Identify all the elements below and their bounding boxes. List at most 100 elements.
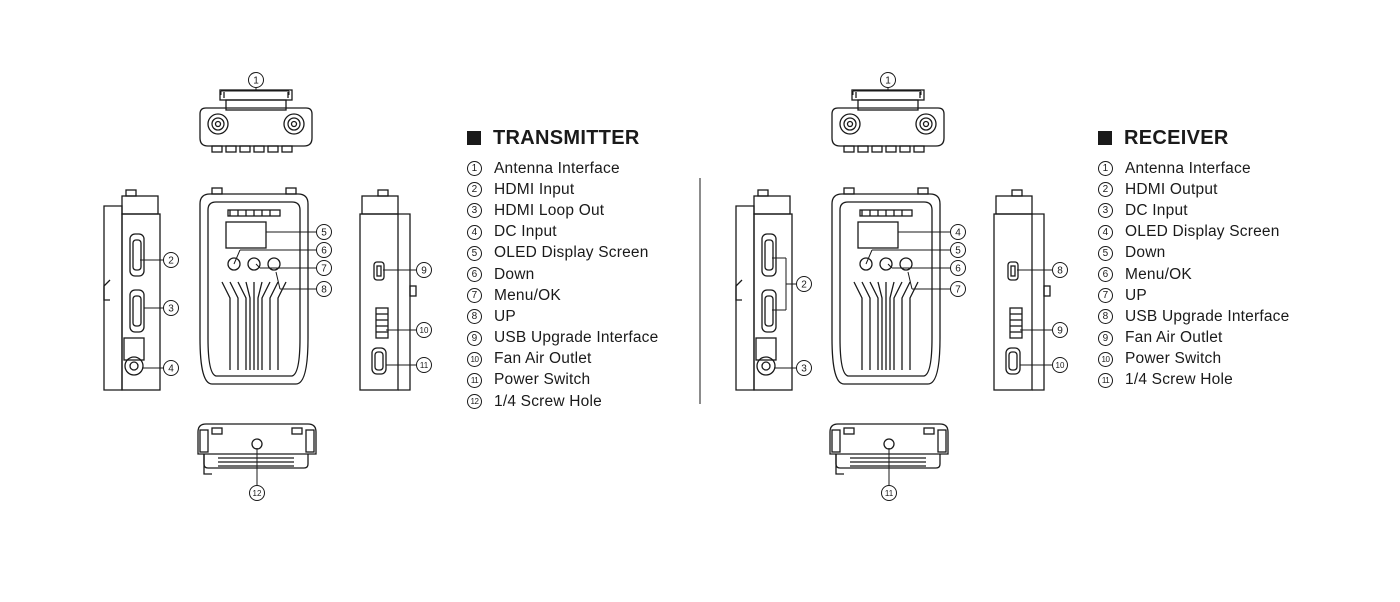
transmitter-diagram: 1 2 3 4 5 6 7 8 9 10 11 12 bbox=[103, 72, 432, 501]
legend-item-label: Power Switch bbox=[1125, 350, 1222, 368]
callout-tx-10: 10 bbox=[420, 326, 429, 335]
legend-number-marker: 4 bbox=[467, 224, 482, 240]
callout-rx-11: 11 bbox=[885, 489, 894, 498]
legend-item: 6 Down bbox=[467, 264, 658, 285]
legend-item-label: HDMI Input bbox=[494, 180, 575, 198]
legend-item-label: Fan Air Outlet bbox=[1125, 329, 1223, 347]
legend-number-marker: 1 bbox=[467, 161, 482, 177]
callout-tx-5: 5 bbox=[321, 228, 327, 239]
legend-number-marker: 11 bbox=[1098, 372, 1113, 388]
receiver-front-view bbox=[831, 187, 941, 385]
callout-rx-4: 4 bbox=[955, 228, 961, 239]
legend-number-marker: 12 bbox=[467, 394, 482, 410]
legend-item-label: Menu/OK bbox=[494, 286, 561, 304]
legend-number-marker: 5 bbox=[467, 245, 482, 261]
legend-number-marker: 1 bbox=[1098, 161, 1113, 177]
transmitter-left-view bbox=[103, 189, 161, 391]
callout-tx-7: 7 bbox=[321, 264, 327, 275]
legend-item: 7 Menu/OK bbox=[467, 285, 658, 306]
legend-item-label: Down bbox=[494, 265, 535, 283]
legend-item: 3 HDMI Loop Out bbox=[467, 200, 658, 221]
legend-item: 11 1/4 Screw Hole bbox=[1098, 370, 1289, 391]
legend-number-marker: 11 bbox=[467, 372, 482, 388]
legend-number-marker: 8 bbox=[467, 309, 482, 325]
transmitter-top-view bbox=[199, 89, 313, 153]
callout-rx-10: 10 bbox=[1056, 361, 1065, 370]
legend-item-label: HDMI Output bbox=[1125, 180, 1218, 198]
legend-item: 1 Antenna Interface bbox=[1098, 158, 1289, 179]
callout-tx-11: 11 bbox=[420, 361, 429, 370]
legend-item-label: Antenna Interface bbox=[1125, 159, 1251, 177]
legend-item-label: Antenna Interface bbox=[494, 159, 620, 177]
legend-item-label: Fan Air Outlet bbox=[494, 350, 592, 368]
legend-item: 9 Fan Air Outlet bbox=[1098, 328, 1289, 349]
receiver-legend-title: RECEIVER bbox=[1098, 126, 1289, 150]
legend-item-label: USB Upgrade Interface bbox=[494, 329, 659, 347]
legend-item-label: Down bbox=[1125, 244, 1166, 262]
receiver-diagram: 1 2 3 4 5 6 7 8 9 10 11 bbox=[735, 72, 1068, 501]
legend-number-marker: 4 bbox=[1098, 224, 1113, 240]
legend-number-marker: 7 bbox=[1098, 288, 1113, 304]
receiver-right-view bbox=[993, 189, 1051, 391]
legend-item: 2 HDMI Input bbox=[467, 179, 658, 200]
transmitter-title: TRANSMITTER bbox=[493, 126, 640, 149]
callout-rx-1: 1 bbox=[885, 76, 891, 87]
transmitter-legend-list: 1 Antenna Interface 2 HDMI Input 3 HDMI Loop … bbox=[467, 158, 658, 412]
callout-rx-2: 2 bbox=[801, 280, 807, 291]
legend-number-marker: 3 bbox=[467, 203, 482, 219]
callout-tx-6: 6 bbox=[321, 246, 327, 257]
receiver-top-view bbox=[831, 89, 945, 153]
callout-tx-12: 12 bbox=[253, 489, 262, 498]
legend-item: 2 HDMI Output bbox=[1098, 179, 1289, 200]
legend-item: 10 Fan Air Outlet bbox=[467, 349, 658, 370]
legend-item-label: USB Upgrade Interface bbox=[1125, 307, 1290, 325]
callout-tx-9: 9 bbox=[421, 266, 427, 277]
callout-tx-2: 2 bbox=[168, 256, 174, 267]
legend-number-marker: 2 bbox=[1098, 182, 1113, 198]
receiver-title: RECEIVER bbox=[1124, 126, 1229, 149]
square-bullet-icon bbox=[1098, 131, 1112, 145]
legend-item-label: HDMI Loop Out bbox=[494, 201, 605, 219]
callout-tx-8: 8 bbox=[321, 285, 327, 296]
callout-rx-7: 7 bbox=[955, 285, 961, 296]
legend-number-marker: 3 bbox=[1098, 203, 1113, 219]
legend-item-label: 1/4 Screw Hole bbox=[1125, 371, 1233, 389]
square-bullet-icon bbox=[467, 131, 481, 145]
callout-rx-8: 8 bbox=[1057, 266, 1063, 277]
receiver-left-view bbox=[735, 189, 793, 391]
legend-item: 5 Down bbox=[1098, 243, 1289, 264]
callout-rx-3: 3 bbox=[801, 364, 807, 375]
legend-item-label: DC Input bbox=[494, 223, 557, 241]
legend-number-marker: 6 bbox=[467, 267, 482, 283]
callout-tx-1: 1 bbox=[253, 76, 259, 87]
legend-number-marker: 9 bbox=[1098, 330, 1113, 346]
legend-number-marker: 6 bbox=[1098, 267, 1113, 283]
legend-item: 10 Power Switch bbox=[1098, 349, 1289, 370]
transmitter-legend-title: TRANSMITTER bbox=[467, 126, 658, 150]
callout-rx-6: 6 bbox=[955, 264, 961, 275]
receiver-legend-list: 1 Antenna Interface 2 HDMI Output 3 DC Input 4… bbox=[1098, 158, 1289, 391]
receiver-legend: RECEIVER 1 Antenna Interface 2 HDMI Output 3… bbox=[1098, 126, 1289, 391]
legend-item-label: OLED Display Screen bbox=[1125, 223, 1280, 241]
legend-item: 1 Antenna Interface bbox=[467, 158, 658, 179]
legend-item-label: DC Input bbox=[1125, 201, 1188, 219]
legend-number-marker: 5 bbox=[1098, 245, 1113, 261]
legend-number-marker: 2 bbox=[467, 182, 482, 198]
callout-rx-9: 9 bbox=[1057, 326, 1063, 337]
legend-number-marker: 10 bbox=[1098, 351, 1113, 367]
legend-number-marker: 10 bbox=[467, 351, 482, 367]
callout-tx-4: 4 bbox=[168, 364, 174, 375]
transmitter-legend: TRANSMITTER 1 Antenna Interface 2 HDMI Inpu… bbox=[467, 126, 658, 412]
legend-item: 8 USB Upgrade Interface bbox=[1098, 306, 1289, 327]
legend-number-marker: 8 bbox=[1098, 309, 1113, 325]
legend-item-label: 1/4 Screw Hole bbox=[494, 392, 602, 410]
legend-number-marker: 7 bbox=[467, 288, 482, 304]
transmitter-front-view bbox=[199, 187, 309, 385]
legend-item: 3 DC Input bbox=[1098, 200, 1289, 221]
